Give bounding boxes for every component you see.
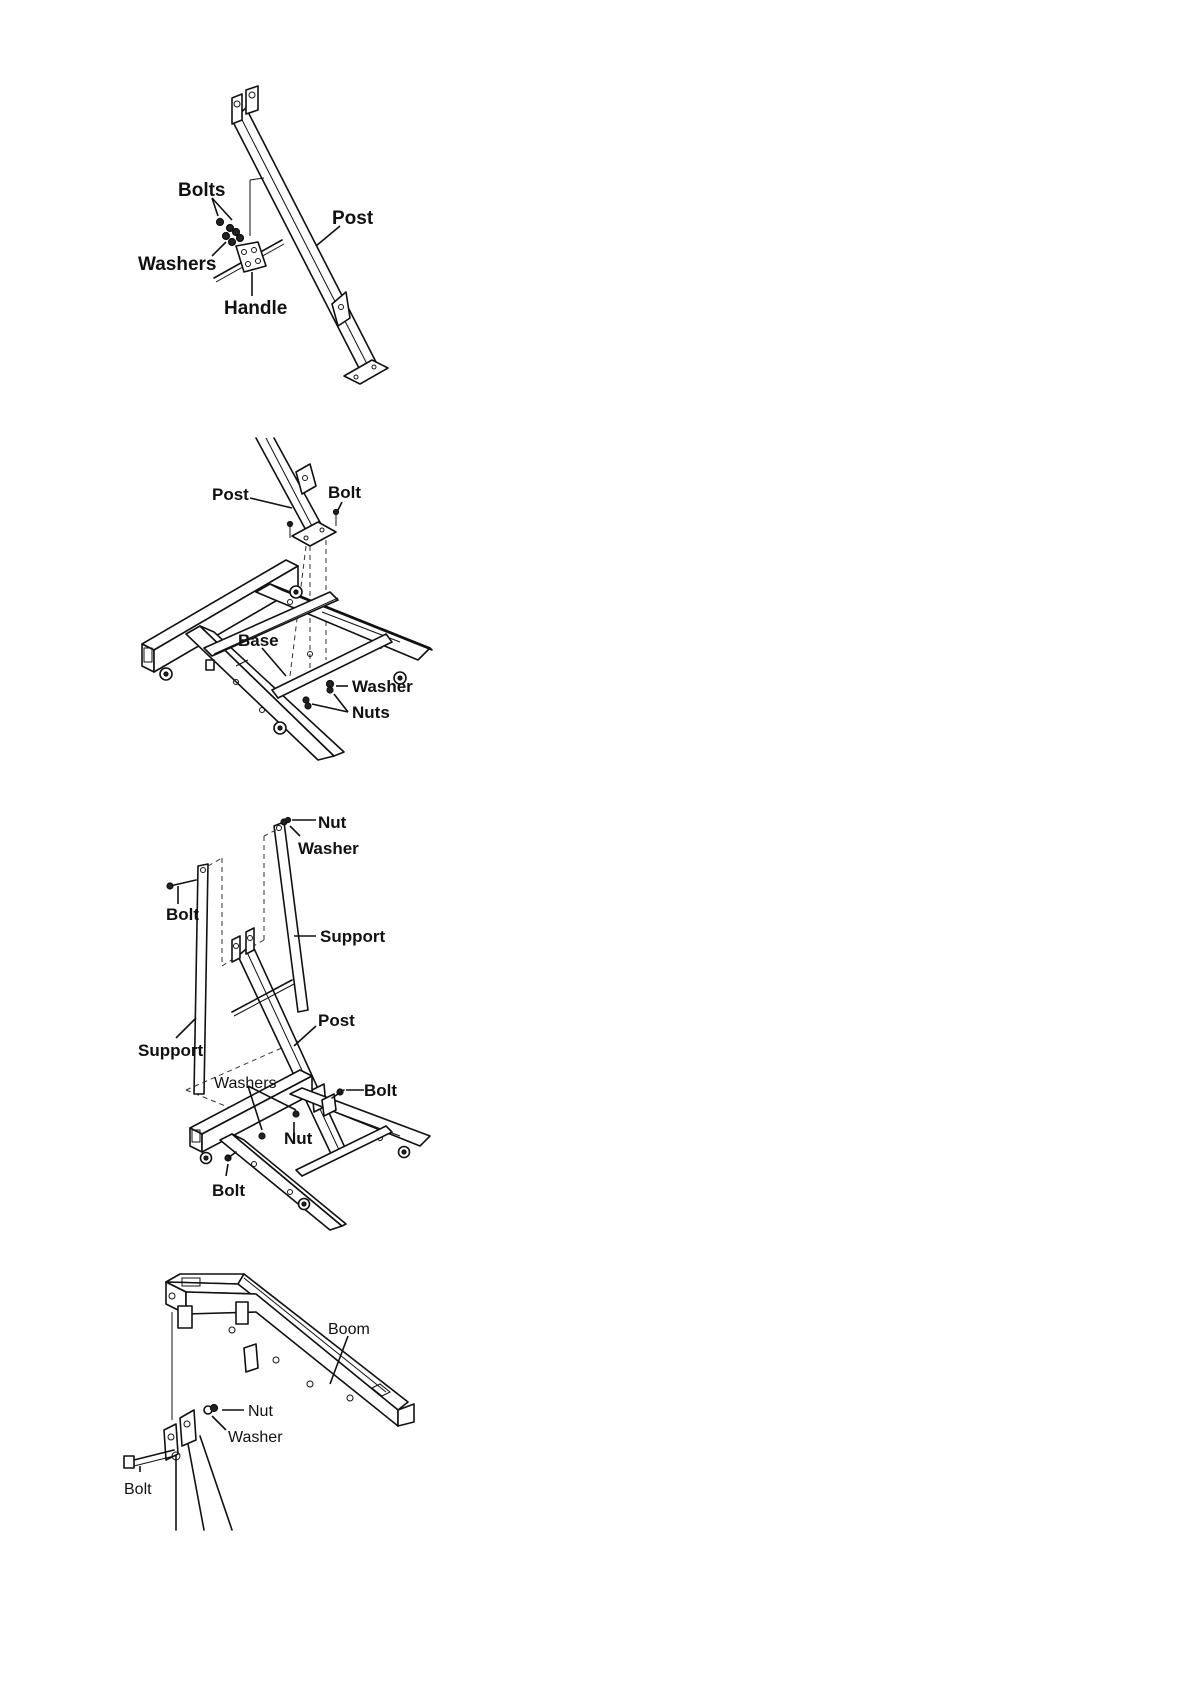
label-bolt-4: Bolt <box>124 1481 152 1498</box>
label-bolt-2: Bolt <box>328 483 361 502</box>
label-post-3: Post <box>318 1011 355 1030</box>
base-frame <box>142 560 432 760</box>
boom-beam <box>166 1274 414 1426</box>
label-bolt-right-3: Bolt <box>364 1081 397 1100</box>
figure-2-post-base: Post Bolt Base Washer Nuts <box>142 438 432 760</box>
label-bolt-bottom-3: Bolt <box>212 1181 245 1200</box>
label-boom-4: Boom <box>328 1321 370 1338</box>
post-tube-1 <box>232 86 388 384</box>
post-end-2 <box>256 438 336 546</box>
label-support-right-3: Support <box>320 927 385 946</box>
label-base-2: Base <box>238 631 279 650</box>
label-nut-4: Nut <box>248 1403 273 1420</box>
label-washer-top-3: Washer <box>298 839 359 858</box>
label-nut-bottom-3: Nut <box>284 1129 313 1148</box>
label-post-1: Post <box>332 208 374 229</box>
label-handle-1: Handle <box>224 298 287 319</box>
figure-4-boom: Boom Nut Washer Bolt <box>124 1274 414 1530</box>
label-bolts-1: Bolts <box>178 180 226 201</box>
label-nut-top-3: Nut <box>318 813 347 832</box>
bolts-group-1 <box>217 219 244 246</box>
figure-3-supports: Nut Washer Bolt Support Post Support Was… <box>138 813 430 1230</box>
label-post-2: Post <box>212 485 249 504</box>
label-bolt-left-3: Bolt <box>166 905 199 924</box>
handle-part <box>214 240 284 282</box>
label-washer-4: Washer <box>228 1429 283 1446</box>
label-washers-1: Washers <box>138 254 217 275</box>
post-top-4 <box>164 1312 232 1530</box>
label-nuts-2: Nuts <box>352 703 390 722</box>
label-washers-3: Washers <box>214 1075 277 1092</box>
label-washer-2: Washer <box>352 677 413 696</box>
figure-1-post-handle: Bolts Post Washers Handle <box>138 86 388 384</box>
label-support-left-3: Support <box>138 1041 203 1060</box>
